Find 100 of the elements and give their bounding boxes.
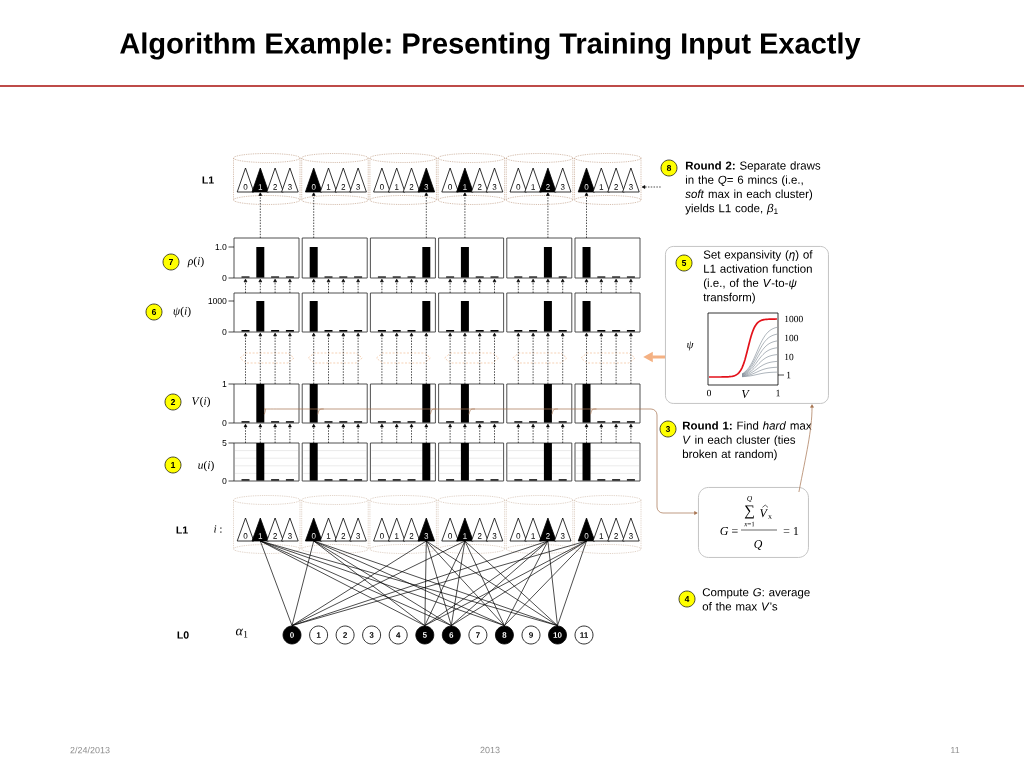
arrow xyxy=(273,278,277,294)
cylinder xyxy=(574,495,642,554)
tick-label: 1000 xyxy=(208,298,227,304)
arrow xyxy=(258,423,263,444)
triangle-unit: 0 xyxy=(305,517,323,542)
arrow xyxy=(258,192,263,239)
row-label: V(i) xyxy=(192,396,210,408)
arrow xyxy=(288,423,292,444)
triangle-unit: 0 xyxy=(509,517,527,542)
cylinder xyxy=(574,153,642,205)
number-badge: 3 xyxy=(659,420,677,438)
note-text: Compute G: average of the max V’s xyxy=(702,588,810,611)
triangle-unit: 1 xyxy=(524,517,542,542)
triangle-unit: 1 xyxy=(251,517,269,542)
arrow xyxy=(531,423,535,444)
row-label: ψ(i) xyxy=(173,306,191,318)
node-label: = 1 xyxy=(783,527,799,535)
connector-line xyxy=(425,540,505,626)
triangle-unit: 0 xyxy=(441,517,459,542)
cylinder xyxy=(505,153,574,205)
tick-label: 100 xyxy=(785,334,799,342)
arrow xyxy=(629,332,633,385)
connector-line xyxy=(547,540,558,626)
arrow xyxy=(629,278,633,294)
triangle-unit: 1 xyxy=(524,167,542,193)
arrow xyxy=(560,423,565,444)
arrow xyxy=(516,423,521,444)
triangle-unit: 2 xyxy=(334,167,352,193)
arrow xyxy=(584,332,589,385)
tick-label: 10 xyxy=(785,353,794,361)
arrow xyxy=(326,278,331,294)
title: Algorithm Example: Presenting Training Input Exactly xyxy=(120,32,861,60)
triangle-unit: 0 xyxy=(373,517,391,542)
arrow xyxy=(492,332,497,385)
tick-label: 1 xyxy=(222,381,227,387)
arrow xyxy=(599,423,604,444)
arrow xyxy=(380,332,384,385)
arrow xyxy=(629,423,633,444)
arrow xyxy=(258,332,263,385)
triangle-unit: 1 xyxy=(592,167,610,193)
triangle-unit: 0 xyxy=(236,167,255,193)
connector-line xyxy=(464,540,558,626)
triangle-unit: 3 xyxy=(417,167,435,193)
triangle-unit: 3 xyxy=(622,517,640,542)
arrow xyxy=(463,278,467,294)
arrow xyxy=(584,192,589,239)
triangle-unit: 3 xyxy=(485,167,504,193)
arrow xyxy=(273,423,277,444)
cylinder xyxy=(437,153,505,205)
arrow xyxy=(394,278,399,294)
cylinder xyxy=(505,495,574,554)
arrow xyxy=(288,332,292,385)
layer-label: L0 xyxy=(177,631,189,639)
tick-label: 1 xyxy=(776,389,780,397)
triangle-unit: 0 xyxy=(577,517,596,542)
arrow xyxy=(584,278,589,294)
connector-line xyxy=(557,540,587,626)
connector-line xyxy=(450,540,587,626)
triangle-unit: 1 xyxy=(456,517,474,542)
arrow xyxy=(492,278,497,294)
triangle-unit: 2 xyxy=(539,517,557,542)
arrow xyxy=(463,332,467,385)
arrow xyxy=(288,278,292,294)
triangle-unit: 2 xyxy=(607,517,625,542)
arrow xyxy=(311,332,316,385)
cylinder xyxy=(369,495,437,554)
cylinder xyxy=(437,495,505,554)
arrow xyxy=(584,423,589,444)
connector-line xyxy=(504,540,549,626)
arrow xyxy=(409,423,414,444)
arrow xyxy=(477,278,482,294)
number-badge: 1 xyxy=(164,456,182,474)
connector-line xyxy=(424,540,466,626)
triangle-unit: 0 xyxy=(373,167,391,193)
arrow xyxy=(394,332,399,385)
axis-label: V xyxy=(741,390,750,399)
arrow xyxy=(424,278,429,294)
arrow xyxy=(798,404,814,493)
arrow xyxy=(614,332,618,385)
connector-line xyxy=(291,540,315,626)
arrow xyxy=(599,278,604,294)
arrow xyxy=(463,423,467,444)
arrow xyxy=(546,423,550,444)
triangle-unit: 2 xyxy=(402,167,421,193)
symbol-label: α$_{1}$ xyxy=(235,628,248,638)
number-badge: 4 xyxy=(678,590,696,608)
arrow xyxy=(492,423,497,444)
tick-label: 0 xyxy=(707,389,712,397)
node-label: G = xyxy=(720,526,738,536)
triangle-unit: 1 xyxy=(319,517,338,542)
connector-line xyxy=(313,540,505,626)
arrow xyxy=(356,423,360,444)
arrow xyxy=(311,423,316,444)
triangle-unit: 3 xyxy=(554,517,572,542)
triangle-unit: 1 xyxy=(251,167,269,193)
arrow xyxy=(614,278,618,294)
tick-label: 0 xyxy=(222,420,227,426)
arrow xyxy=(614,423,618,444)
arrow xyxy=(258,278,263,294)
note-text: Round 2: Separate draws in the Q= 6 mincs (i.e., soft max in each cluster) yields L1 code, β$_{1}$ xyxy=(685,161,821,215)
